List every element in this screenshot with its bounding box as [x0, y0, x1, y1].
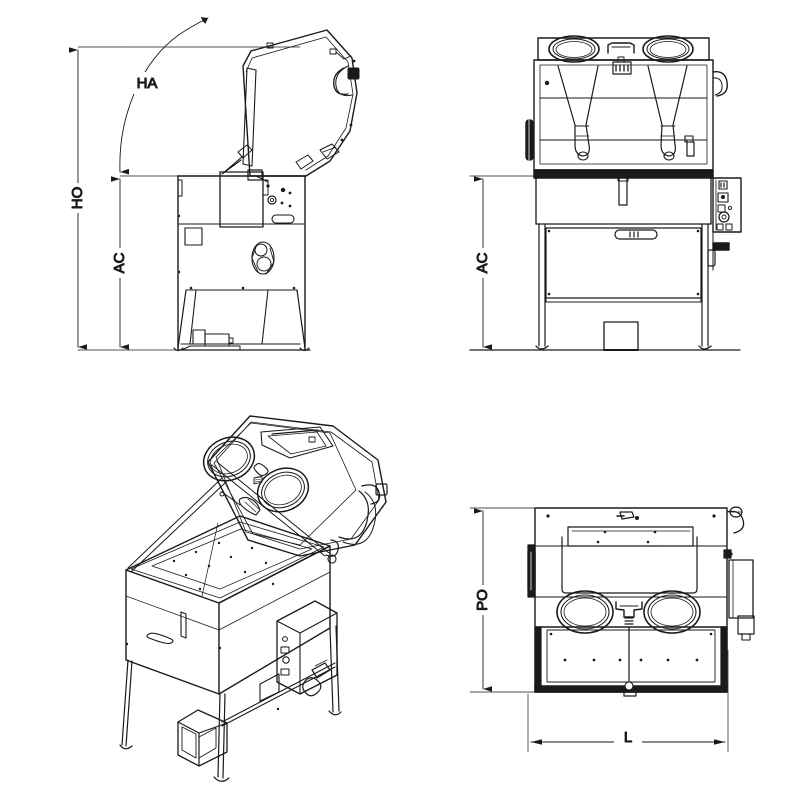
dimension-label-AC-front: AC: [474, 252, 491, 273]
front-lower-cabinet: [469, 223, 741, 351]
iso-dust-box: [177, 709, 228, 767]
iso-lid-open: [127, 415, 388, 573]
iso-control-box: [276, 600, 338, 697]
front-hood: [525, 35, 728, 171]
plan-right-equipment: [723, 506, 755, 641]
front-control-panel: [707, 177, 742, 271]
dimension-label-HA: HA: [137, 75, 158, 92]
view-front-elevation: AC: [469, 35, 742, 351]
dimension-HA-arc: HA: [119, 18, 209, 172]
dimension-label-L: L: [624, 729, 632, 746]
dimension-HO: HO HO: [64, 46, 311, 351]
iso-cabinet-body: [125, 515, 331, 695]
side-lid-open: [221, 29, 360, 183]
dimension-label-HO-text: HO: [69, 187, 86, 210]
view-side-elevation: HO HO AC HA: [64, 18, 360, 352]
iso-legs: [119, 625, 342, 782]
plan-tank-floor: [546, 626, 716, 697]
dimension-label-PO: PO: [474, 589, 491, 611]
side-gun-detail: [251, 241, 275, 275]
dimension-label-AC-side: AC: [111, 252, 128, 273]
side-machine-frame: [173, 175, 311, 352]
side-control-box: [219, 171, 295, 275]
plan-glove-ports: [556, 590, 701, 634]
view-isometric: [119, 415, 388, 782]
plan-outline: [534, 507, 728, 693]
view-plan: PO L: [467, 506, 755, 753]
dimension-L: L: [527, 649, 729, 753]
plan-inner-panel: [561, 526, 698, 594]
plan-left-handle: [527, 544, 536, 598]
front-mid-band: [533, 169, 714, 225]
